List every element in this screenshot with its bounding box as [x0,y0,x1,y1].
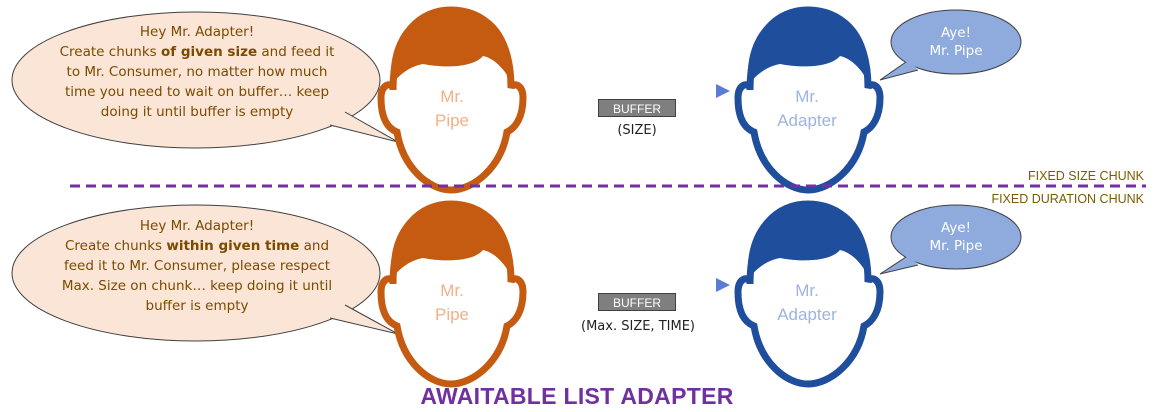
adapter-label-line1: Mr. [767,279,847,303]
adapter-label-line2: Adapter [767,303,847,327]
pipe-label-line2: Pipe [412,303,492,327]
diagram-title: AWAITABLE LIST ADAPTER [0,383,1154,410]
speech-body: Create chunks of given size and feed it … [58,42,336,122]
pipe-label-line2: Pipe [412,109,492,133]
speech-body-pre: Create chunks [60,44,161,60]
speech-greeting: Hey Mr. Adapter! [58,216,336,236]
arrow-bottom [524,278,730,292]
reply-line1: Aye! [906,24,1006,42]
pipe-label-bottom: Mr. Pipe [412,279,492,327]
speech-body: Create chunks within given time and feed… [58,236,336,316]
speech-body-emphasis: of given size [161,44,257,60]
reply-line1: Aye! [906,219,1006,237]
buffer-box-bottom: BUFFER [598,293,676,311]
speech-body-pre: Create chunks [65,238,166,254]
speech-text-bottom: Hey Mr. Adapter! Create chunks within gi… [58,216,336,316]
reply-line2: Mr. Pipe [906,237,1006,255]
adapter-label-top: Mr. Adapter [767,85,847,133]
buffer-box-top: BUFFER [598,99,676,117]
speech-body-emphasis: within given time [166,238,299,254]
adapter-label-bottom: Mr. Adapter [767,279,847,327]
buffer-param-top: (SIZE) [557,123,717,138]
reply-line2: Mr. Pipe [906,42,1006,60]
reply-text-top: Aye! Mr. Pipe [906,24,1006,60]
reply-text-bottom: Aye! Mr. Pipe [906,219,1006,255]
speech-greeting: Hey Mr. Adapter! [58,22,336,42]
adapter-label-line1: Mr. [767,85,847,109]
pipe-label-top: Mr. Pipe [412,85,492,133]
divider-label-upper: FIXED SIZE CHUNK [1028,169,1144,183]
divider-label-lower: FIXED DURATION CHUNK [991,192,1144,206]
arrow-top [524,84,730,98]
pipe-label-line1: Mr. [412,279,492,303]
speech-text-top: Hey Mr. Adapter! Create chunks of given … [58,22,336,122]
pipe-label-line1: Mr. [412,85,492,109]
buffer-param-bottom: (Max. SIZE, TIME) [540,319,736,334]
adapter-label-line2: Adapter [767,109,847,133]
